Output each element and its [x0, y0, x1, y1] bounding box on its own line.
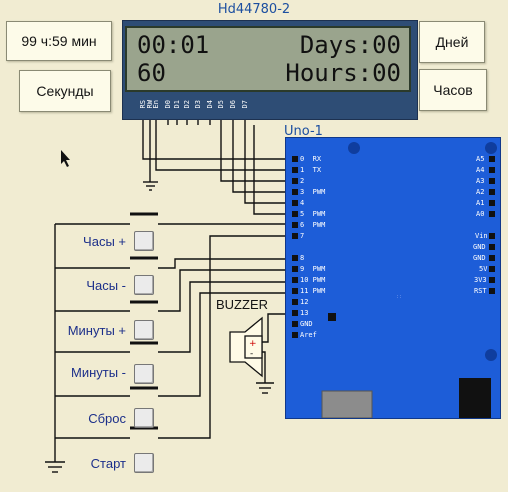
buzzer-label: BUZZER	[216, 297, 268, 312]
lcd-row2-left: 60	[137, 59, 166, 87]
lcd-pin-label: D3	[194, 100, 202, 109]
lcd-pin-label: D6	[229, 100, 237, 109]
lcd-row1-right: Days:00	[299, 31, 401, 59]
hours-minus-button[interactable]	[134, 275, 154, 295]
board-pin-label: A2	[476, 188, 485, 196]
lcd-pin-label: D5	[217, 100, 225, 109]
board-pin-label: 3V3	[474, 276, 487, 284]
board-pin-label: 8	[300, 254, 305, 262]
button-label-minutes-minus: Минуты -	[70, 365, 126, 380]
board-pin-label: 13	[300, 309, 309, 317]
button-label-reset: Сброс	[88, 411, 126, 426]
board-pin-label: 0 RX	[300, 155, 322, 163]
button-label-minutes-plus: Минуты +	[67, 323, 126, 338]
time-display-box: 99 ч:59 мин	[6, 21, 112, 61]
svg-text:::: ::	[396, 294, 402, 300]
left-header	[292, 156, 298, 338]
button-label-start: Старт	[90, 456, 126, 471]
lcd-pin-label: D2	[183, 100, 191, 109]
board-pin-label: 10 PWM	[300, 276, 326, 284]
board-pin-label: GND	[473, 243, 486, 251]
right-header	[489, 156, 495, 294]
button-label-hours-plus: Часы +	[83, 234, 126, 249]
board-pin-label: 5V	[479, 265, 488, 273]
board-title: Uno-1	[284, 124, 323, 139]
start-button[interactable]	[134, 453, 154, 473]
board-pin-label: A3	[476, 177, 485, 185]
reset-button[interactable]	[134, 408, 154, 428]
svg-text:+: +	[249, 339, 257, 349]
board-pin-label: A1	[476, 199, 485, 207]
board-pin-label: A0	[476, 210, 485, 218]
board-pin-label: 11 PWM	[300, 287, 326, 295]
buzzer-icon: + -	[229, 316, 263, 378]
hours-box: Часов	[419, 69, 487, 111]
lcd-title: Hd44780-2	[217, 2, 291, 17]
button-label-hours-minus: Часы -	[86, 278, 126, 293]
board-pin-label: 9 PWM	[300, 265, 326, 273]
lcd-pin-label: D7	[241, 100, 249, 109]
hours-plus-button[interactable]	[134, 231, 154, 251]
svg-text:-: -	[250, 349, 253, 359]
lcd-pin-label: En	[152, 100, 160, 109]
board-pin-label: GND	[473, 254, 486, 262]
seconds-box: Секунды	[19, 70, 111, 112]
board-pin-label: 7	[300, 232, 305, 240]
lcd-pin-label: D0	[164, 100, 172, 109]
lcd-pin-label: D1	[173, 100, 181, 109]
board-pin-label: 3 PWM	[300, 188, 326, 196]
board-pin-label: 5 PWM	[300, 210, 326, 218]
minutes-minus-button[interactable]	[134, 364, 154, 384]
board-pin-label: GND	[300, 320, 313, 328]
board-pin-label: RST	[474, 287, 487, 295]
lcd-screen: 00:01 Days:00 60 Hours:00	[125, 26, 411, 92]
days-box: Дней	[419, 21, 485, 63]
board-pin-label: 2	[300, 177, 305, 185]
board-pin-label: Vin	[475, 232, 488, 240]
board-pin-label: 4	[300, 199, 305, 207]
board-pin-label: Aref	[300, 331, 317, 339]
lcd-row1-left: 00:01	[137, 31, 210, 59]
board-pin-label: A4	[476, 166, 485, 174]
arduino-uno-board[interactable]: :: 0 RX 1 TX 2 3 PWM 4 5 PWM 6 PWM 7 8 9…	[285, 137, 501, 419]
lcd-pin-label: D4	[206, 100, 214, 109]
board-pin-label: 6 PWM	[300, 221, 326, 229]
board-pin-label: 12	[300, 298, 309, 306]
mouse-cursor-icon	[61, 150, 70, 167]
board-decor: ::	[321, 142, 497, 418]
minutes-plus-button[interactable]	[134, 320, 154, 340]
board-pin-label: 1 TX	[300, 166, 322, 174]
board-pin-label: A5	[476, 155, 485, 163]
lcd-row2-right: Hours:00	[285, 59, 401, 87]
